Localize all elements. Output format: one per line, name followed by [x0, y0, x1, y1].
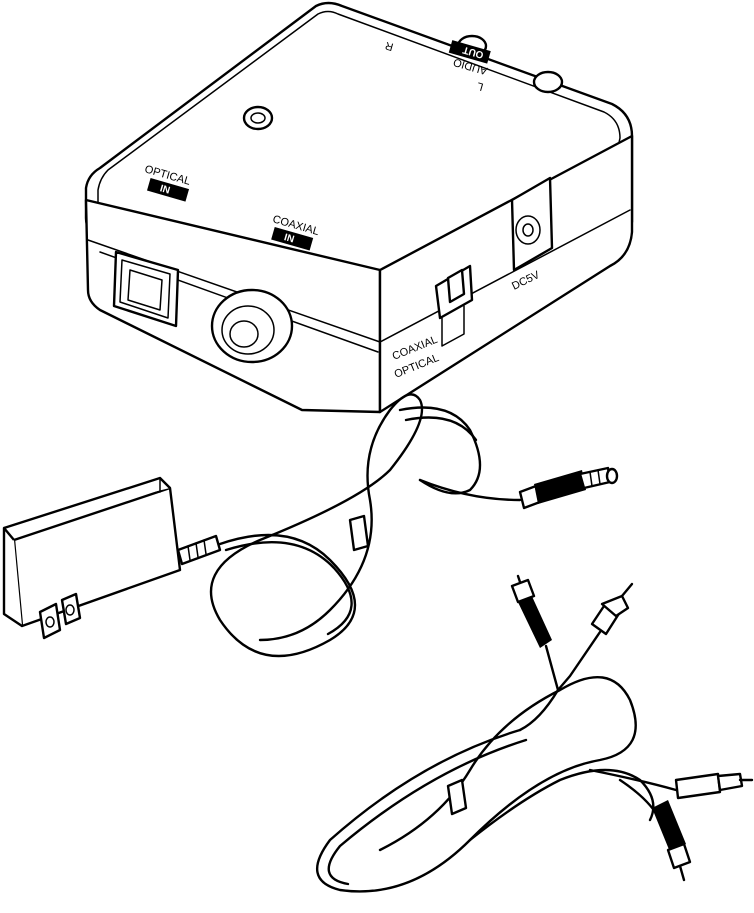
- coaxial-port-icon: [212, 290, 292, 362]
- audio-jack-cable-icon: [420, 468, 617, 508]
- converter-box-icon: OPTICAL IN COAXIAL IN AUDIO OUT L R COAX…: [86, 3, 632, 412]
- rca-cable-icon: [317, 576, 752, 891]
- power-adapter-icon: [4, 394, 480, 656]
